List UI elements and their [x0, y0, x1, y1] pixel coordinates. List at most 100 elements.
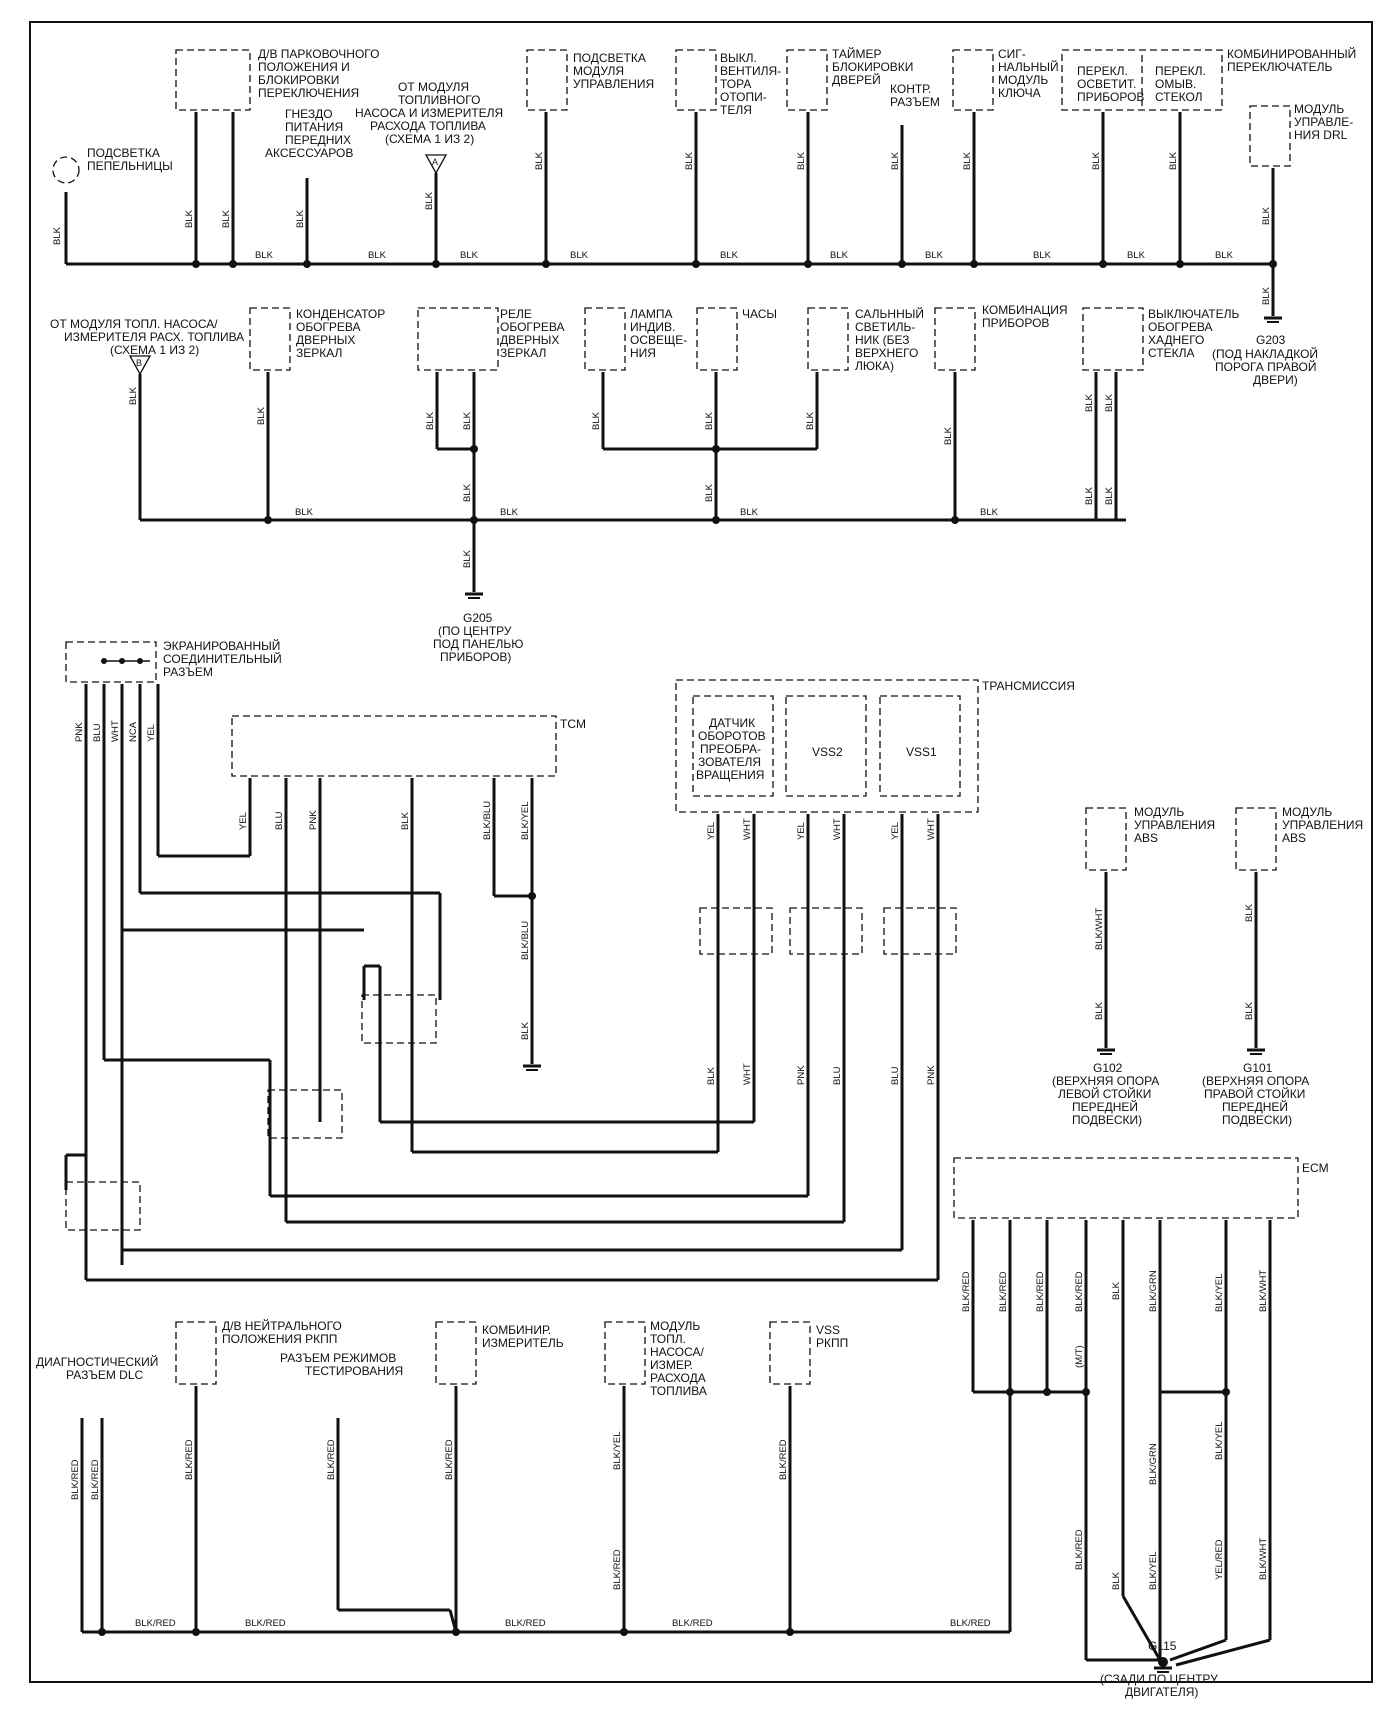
socket-label: ГНЕЗДО	[285, 107, 333, 121]
svg-text:BLK: BLK	[256, 406, 267, 425]
ecm-box	[953, 1157, 1299, 1219]
svg-text:BLK/YEL: BLK/YEL	[1148, 1551, 1159, 1590]
svg-text:ПРЕОБРА-: ПРЕОБРА-	[700, 742, 761, 756]
svg-text:УПРАВЛЕ-: УПРАВЛЕ-	[1294, 115, 1353, 129]
svg-text:BLK: BLK	[520, 1021, 531, 1040]
svg-text:BLK/YEL: BLK/YEL	[1214, 1421, 1225, 1460]
svg-text:BLK/GRN: BLK/GRN	[1148, 1443, 1159, 1485]
g102-label: G102	[1093, 1061, 1123, 1075]
svg-text:ВЕРХНЕГО: ВЕРХНЕГО	[855, 346, 918, 360]
svg-text:(СХЕМА 1 ИЗ 2): (СХЕМА 1 ИЗ 2)	[110, 343, 199, 357]
svg-text:РАСХОДА: РАСХОДА	[650, 1371, 706, 1385]
svg-text:ЛЕВОЙ СТОЙКИ: ЛЕВОЙ СТОЙКИ	[1058, 1086, 1151, 1101]
svg-text:PNK: PNK	[926, 1065, 937, 1085]
svg-text:ОБОРОТОВ: ОБОРОТОВ	[698, 729, 766, 743]
svg-text:ХАДНЕГО: ХАДНЕГО	[1148, 333, 1204, 347]
key-module-label: СИГ-	[998, 47, 1026, 61]
svg-text:ИЗМЕР.: ИЗМЕР.	[650, 1358, 693, 1372]
combo-switch-box	[1061, 49, 1223, 111]
svg-text:ДВЕРИ): ДВЕРИ)	[1253, 373, 1298, 387]
fuel-module-label: ОТ МОДУЛЯ	[398, 80, 469, 94]
svg-text:BLK/RED: BLK/RED	[245, 1618, 286, 1629]
svg-text:BLK/RED: BLK/RED	[612, 1549, 623, 1590]
svg-text:(СЗАДИ ПО ЦЕНТРУ: (СЗАДИ ПО ЦЕНТРУ	[1100, 1672, 1218, 1686]
svg-text:РАСХОДА ТОПЛИВА: РАСХОДА ТОПЛИВА	[370, 119, 486, 133]
combo-switch-label: КОМБИНИРОВАННЫЙ	[1227, 46, 1356, 61]
vss-manual-label: VSS	[816, 1323, 840, 1337]
svg-text:ОСВЕТИТ.: ОСВЕТИТ.	[1077, 77, 1136, 91]
fuel-pump-module-label: МОДУЛЬ	[650, 1319, 700, 1333]
svg-text:BLK: BLK	[720, 250, 739, 261]
svg-text:ДВЕРЕЙ: ДВЕРЕЙ	[832, 72, 881, 87]
svg-text:ТОПЛИВНОГО: ТОПЛИВНОГО	[398, 93, 480, 107]
svg-text:ПЕРЕДНЕЙ: ПЕРЕДНЕЙ	[1072, 1099, 1138, 1114]
svg-text:BLK: BLK	[255, 250, 274, 261]
svg-text:BLK: BLK	[1084, 486, 1095, 505]
svg-text:(ПО ЦЕНТРУ: (ПО ЦЕНТРУ	[438, 624, 512, 638]
svg-text:BLK: BLK	[1244, 903, 1255, 922]
svg-text:BLK: BLK	[52, 226, 63, 245]
ashtray-light-label-2: ПЕПЕЛЬНИЦЫ	[87, 159, 173, 173]
control-module-light-label: ПОДСВЕТКА	[573, 51, 646, 65]
svg-text:ТОПЛИВА: ТОПЛИВА	[650, 1384, 707, 1398]
svg-text:NCA: NCA	[128, 721, 139, 742]
svg-text:BLK/WHT: BLK/WHT	[1094, 908, 1105, 950]
svg-text:BLK/YEL: BLK/YEL	[612, 1431, 623, 1470]
svg-text:ОТОПИ-: ОТОПИ-	[720, 90, 767, 104]
svg-text:ЗЕРКАЛ: ЗЕРКАЛ	[296, 346, 342, 360]
svg-text:BLK: BLK	[128, 386, 139, 405]
svg-text:BLU: BLU	[92, 723, 103, 742]
svg-text:BLK: BLK	[591, 411, 602, 430]
shielded-connector	[65, 641, 157, 683]
svg-text:B: B	[136, 358, 142, 368]
svg-text:BLK/RED: BLK/RED	[1035, 1271, 1046, 1312]
svg-text:BLK: BLK	[462, 483, 473, 502]
svg-text:ABS: ABS	[1134, 831, 1158, 845]
svg-text:BLK: BLK	[830, 250, 849, 261]
svg-text:BLK/RED: BLK/RED	[672, 1618, 713, 1629]
svg-text:BLK/BLU: BLK/BLU	[520, 921, 531, 960]
svg-text:ИЗМЕРИТЕЛЯ РАСХ. ТОПЛИВА: ИЗМЕРИТЕЛЯ РАСХ. ТОПЛИВА	[64, 330, 244, 344]
svg-text:ДВИГАТЕЛЯ): ДВИГАТЕЛЯ)	[1125, 1685, 1198, 1699]
svg-text:BLK: BLK	[943, 426, 954, 445]
tcm-label: TCM	[560, 717, 586, 731]
svg-text:BLU: BLU	[832, 1066, 843, 1085]
svg-text:BLK: BLK	[1111, 1571, 1122, 1590]
svg-text:BLK/RED: BLK/RED	[326, 1439, 337, 1480]
top-ground-circuit: ПОДСВЕТКА ПЕПЕЛЬНИЦЫ BLK BLK BLK Д/В ПАР…	[52, 46, 1356, 387]
svg-text:НАСОСА И ИЗМЕРИТЕЛЯ: НАСОСА И ИЗМЕРИТЕЛЯ	[355, 106, 503, 120]
svg-text:BLK: BLK	[1104, 393, 1115, 412]
svg-text:ВЕНТИЛЯ-: ВЕНТИЛЯ-	[720, 64, 781, 78]
svg-text:ПРИБОРОВ: ПРИБОРОВ	[1077, 90, 1144, 104]
svg-text:BLK: BLK	[295, 507, 314, 518]
svg-text:PNK: PNK	[74, 722, 85, 742]
svg-text:ОБОГРЕВА: ОБОГРЕВА	[500, 320, 565, 334]
neutral-switch-label: Д/В НЕЙТРАЛЬНОГО	[222, 1318, 342, 1333]
svg-text:РАЗЪЕМ: РАЗЪЕМ	[163, 665, 213, 679]
svg-text:ПЕРЕДНИХ: ПЕРЕДНИХ	[285, 133, 351, 147]
svg-text:BLK: BLK	[1261, 286, 1272, 305]
svg-text:СТЕКЛА: СТЕКЛА	[1148, 346, 1194, 360]
diagram-frame	[29, 21, 1373, 1683]
svg-text:(ПОД НАКЛАДКОЙ: (ПОД НАКЛАДКОЙ	[1212, 346, 1318, 361]
test-mode-label: РАЗЪЕМ РЕЖИМОВ	[280, 1351, 396, 1365]
svg-text:YEL: YEL	[890, 822, 901, 840]
drl-module-label: МОДУЛЬ	[1294, 102, 1344, 116]
svg-text:YEL: YEL	[706, 822, 717, 840]
svg-text:BLK: BLK	[460, 250, 479, 261]
svg-text:BLK/RED: BLK/RED	[1074, 1529, 1085, 1570]
svg-text:ИЗМЕРИТЕЛЬ: ИЗМЕРИТЕЛЬ	[482, 1336, 564, 1350]
svg-text:BLK: BLK	[1084, 393, 1095, 412]
vss2-label: VSS2	[812, 745, 843, 759]
svg-text:BLK: BLK	[740, 507, 759, 518]
svg-text:ПИТАНИЯ: ПИТАНИЯ	[285, 120, 343, 134]
svg-text:ЗОВАТЕЛЯ: ЗОВАТЕЛЯ	[698, 755, 761, 769]
svg-text:BLK/RED: BLK/RED	[505, 1618, 546, 1629]
washer-label: ПЕРЕКЛ.	[1155, 64, 1206, 78]
svg-text:ПОД ПАНЕЛЬЮ: ПОД ПАНЕЛЬЮ	[433, 637, 523, 651]
svg-text:BLK: BLK	[684, 151, 695, 170]
svg-text:BLK/WHT: BLK/WHT	[1258, 1538, 1269, 1580]
tcm-box	[231, 715, 557, 777]
park-switch-label: Д/В ПАРКОВОЧНОГО	[258, 47, 379, 61]
